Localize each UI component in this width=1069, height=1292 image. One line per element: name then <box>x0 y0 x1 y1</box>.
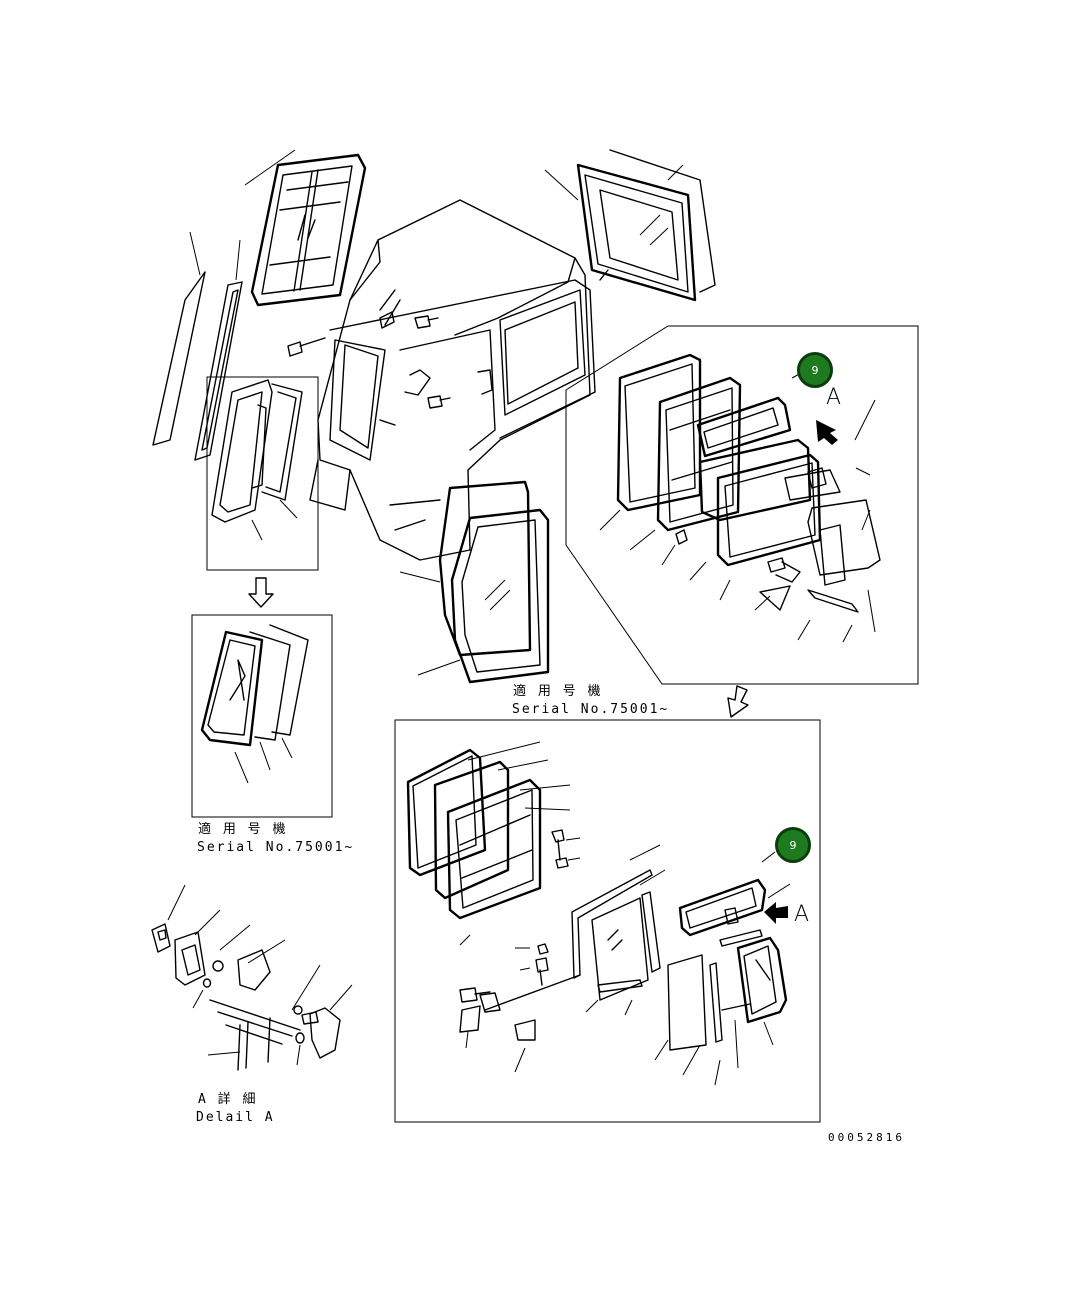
arrow-down-icon <box>248 577 274 608</box>
solid-arrow-icon <box>764 902 788 924</box>
serial-note-top-line2: Serial No.75001~ <box>512 702 670 717</box>
callout-badge[interactable]: 9 <box>775 827 811 863</box>
hardware-drawing <box>151 884 353 1071</box>
bolt-drawings <box>287 311 451 409</box>
left-door-window-detail <box>206 376 319 571</box>
detail-caption-line1: A 詳 細 <box>198 1092 258 1107</box>
serial-note-left-line1: 適 用 号 機 <box>198 822 288 837</box>
top-left-window-drawing <box>244 149 367 307</box>
serial-note-top-line1: 適 用 号 機 <box>513 684 603 699</box>
arrow-down-icon <box>727 685 749 718</box>
top-right-window-drawing <box>544 149 716 302</box>
door-glass-drawing <box>399 480 550 684</box>
detail-marker-a: A <box>794 902 810 927</box>
detail-box-right <box>565 325 919 685</box>
detail-caption-line2: Delail A <box>196 1110 275 1125</box>
figure-number: 00052816 <box>828 1131 905 1144</box>
left-glass-drawing <box>152 231 243 461</box>
serial-note-left-line2: Serial No.75001~ <box>197 840 355 855</box>
solid-arrow-icon <box>816 420 838 445</box>
detail-marker-a: A <box>826 385 842 410</box>
cab-body-drawing <box>309 199 609 561</box>
detail-box-bottom <box>394 719 821 1123</box>
left-detail-box <box>191 614 333 818</box>
callout-badge[interactable]: 9 <box>797 352 833 388</box>
